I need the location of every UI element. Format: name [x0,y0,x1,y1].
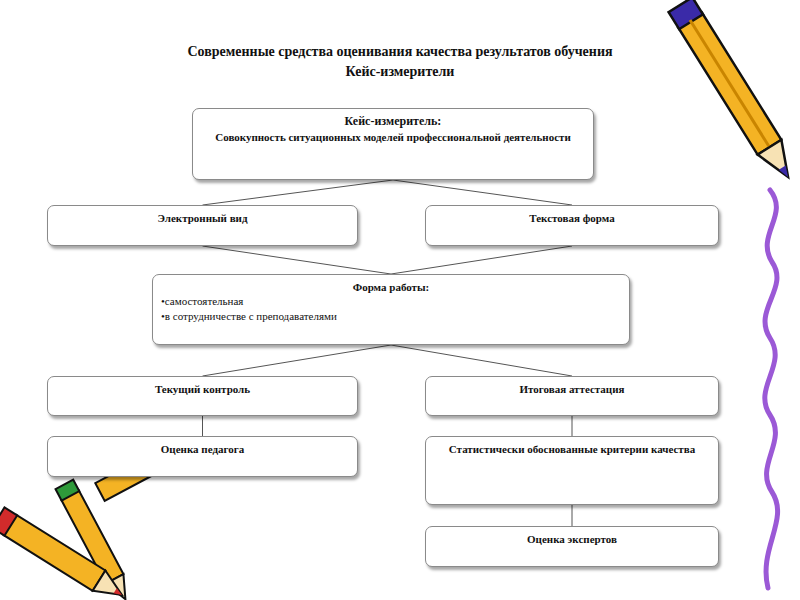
process-box: Итоговая аттестация [425,376,719,416]
box-heading: Текущий контроль [56,382,349,396]
process-box: Форма работы:•самостоятельная•в сотрудни… [152,274,630,345]
box-text: •самостоятельная [161,294,621,308]
connector-line [203,246,392,274]
box-heading: Оценка экспертов [434,532,710,546]
box-heading: Текстовая форма [434,211,710,225]
pencil-top [669,0,800,184]
box-heading: Кейс-измеритель: [201,114,585,130]
connector-line [393,180,572,205]
box-heading: Итоговая аттестация [434,382,710,396]
process-box: Статистически обоснованные критерии каче… [425,436,719,505]
box-heading: Оценка педагога [56,442,349,456]
pencil-red [0,507,128,600]
connector-line [391,246,572,274]
connector-line [391,345,572,376]
connector-line [572,416,573,436]
connector-line [202,416,203,436]
process-box: Оценка экспертов [425,526,719,567]
purple-squiggle [765,190,778,588]
connector-line [203,345,392,376]
diagram-title: Современные средства оценивания качества… [100,44,700,60]
process-box: Текущий контроль [47,376,358,416]
connector-line [572,505,573,526]
process-box: Текстовая форма [425,205,719,246]
diagram-subtitle: Кейс-измерители [100,64,700,80]
process-box: Оценка педагога [47,436,358,477]
box-text: Совокупность ситуационных моделей профес… [201,130,585,144]
box-text: •в сотрудничестве с преподавателями [161,309,621,323]
process-box: Кейс-измеритель:Совокупность ситуационны… [192,108,594,180]
connector-line [203,180,394,205]
process-box: Электронный вид [47,205,358,246]
box-heading: Форма работы: [161,280,621,294]
box-heading: Электронный вид [56,211,349,225]
box-heading: Статистически обоснованные критерии каче… [434,442,710,456]
